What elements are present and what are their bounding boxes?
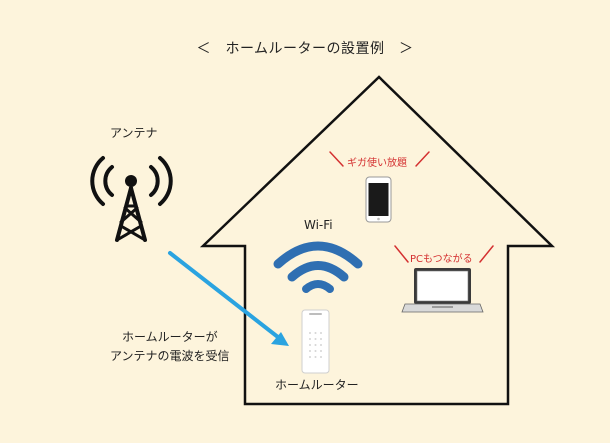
wifi-label: Wi-Fi	[304, 218, 333, 232]
signal-arrow	[168, 251, 289, 346]
router-label: ホームルーター	[275, 378, 359, 392]
radio-tower-icon	[90, 156, 173, 242]
router-caption-line1: ホームルーターが	[121, 330, 218, 344]
pc-accent-marks	[394, 245, 494, 263]
router-caption: ホームルーターが アンテナの電波を受信	[110, 328, 230, 366]
laptop-icon	[401, 268, 484, 313]
pc-connect-label: PCもつながる	[410, 254, 473, 265]
router-caption-line2: アンテナの電波を受信	[110, 349, 230, 363]
page-title: ＜ ホームルーターの設置例 ＞	[196, 41, 414, 57]
smartphone-icon	[365, 176, 392, 223]
gigabit-label: ギガ使い放題	[347, 158, 407, 169]
wifi-icon	[273, 241, 363, 293]
home-router-icon	[301, 309, 330, 374]
house-outline	[199, 75, 556, 406]
antenna-label: アンテナ	[110, 126, 158, 140]
gigabit-accent-marks	[329, 151, 430, 167]
